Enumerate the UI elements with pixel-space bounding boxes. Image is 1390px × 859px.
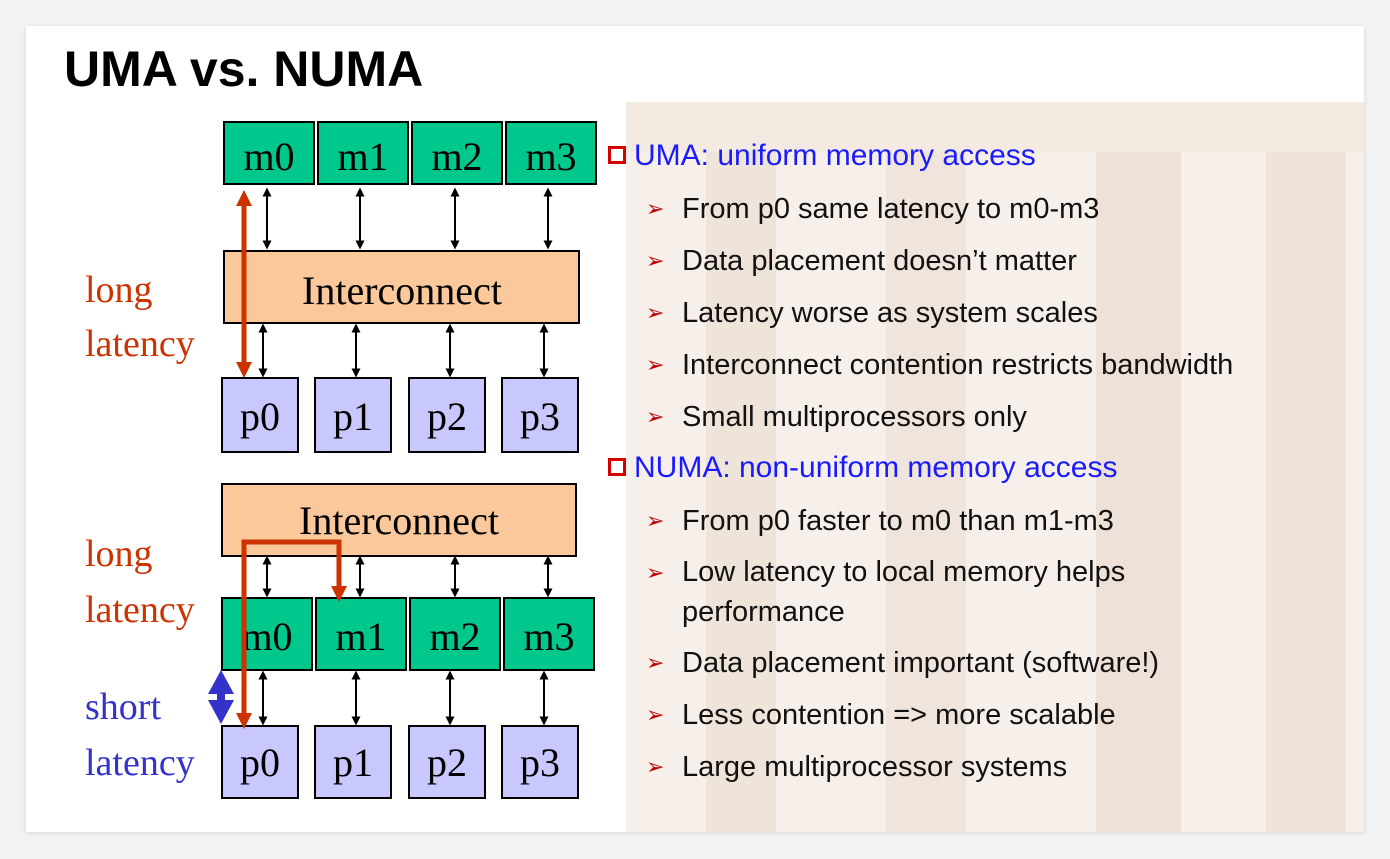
numa-local-links	[258, 670, 549, 726]
uma-processor-label: p1	[333, 394, 373, 439]
numa-memory-label: m2	[429, 614, 480, 659]
numa-interconnect-label: Interconnect	[299, 498, 499, 543]
uma-memory-row: m0 m1 m2 m3	[223, 121, 597, 185]
numa-long-latency-label: latency	[85, 589, 195, 631]
uma-memory-m1	[317, 121, 409, 185]
uma-memory-links	[262, 187, 553, 250]
uma-interconnect	[223, 250, 580, 324]
bullet-item: ➢ Latency worse as system scales	[600, 290, 1364, 342]
bullet-text: From p0 faster to m0 than m1-m3	[682, 505, 1114, 537]
bullet-item: ➢ From p0 faster to m0 than m1-m3	[600, 498, 1364, 550]
numa-processor-label: p3	[520, 740, 560, 785]
numa-processor-label: p2	[427, 740, 467, 785]
numa-processor-p3	[501, 725, 579, 799]
uma-processor-links	[258, 323, 549, 378]
uma-diagram: m0 m1 m2 m3 Interconnect p0 p1 p2 p3	[85, 121, 597, 453]
bullet-text: From p0 same latency to m0-m3	[682, 193, 1100, 225]
uma-processor-row: p0 p1 p2 p3	[221, 377, 579, 453]
bullet-item: ➢ Interconnect contention restricts band…	[600, 342, 1364, 394]
uma-processor-p1	[314, 377, 392, 453]
uma-memory-m2	[411, 121, 503, 185]
arrow-bullet-icon: ➢	[646, 702, 665, 727]
uma-memory-label: m3	[525, 134, 576, 179]
arrow-bullet-icon: ➢	[646, 352, 665, 377]
uma-memory-m3	[505, 121, 597, 185]
arrow-bullet-icon: ➢	[646, 248, 665, 273]
bullet-item: ➢ From p0 same latency to m0-m3	[600, 186, 1364, 238]
numa-memory-label: m0	[241, 614, 292, 659]
numa-long-latency-arrow	[236, 539, 347, 729]
bullet-text: Interconnect contention restricts bandwi…	[682, 349, 1234, 381]
arrow-bullet-icon: ➢	[646, 560, 665, 585]
uma-heading-text: UMA: uniform memory access	[634, 139, 1036, 172]
bullet-list: UMA: uniform memory access ➢ From p0 sam…	[600, 134, 1364, 796]
bullet-text: Data placement doesn’t matter	[682, 245, 1077, 277]
uma-long-latency-label: latency	[85, 323, 195, 365]
numa-short-latency-label: latency	[85, 742, 195, 784]
numa-processor-row: p0 p1 p2 p3	[221, 725, 579, 799]
bullet-item: ➢ Data placement doesn’t matter	[600, 238, 1364, 290]
bullet-item: ➢ Large multiprocessor systems	[600, 744, 1364, 796]
slide-title: UMA vs. NUMA	[64, 41, 424, 97]
bullet-item: ➢ Data placement important (software!)	[600, 640, 1364, 692]
uma-memory-m0	[223, 121, 315, 185]
numa-heading-text: NUMA: non-uniform memory access	[634, 451, 1118, 484]
bullet-item: ➢ Less contention => more scalable	[600, 692, 1364, 744]
bullet-text: Low latency to local memory helps perfor…	[682, 556, 1126, 628]
uma-processor-label: p2	[427, 394, 467, 439]
uma-memory-label: m1	[337, 134, 388, 179]
uma-numa-diagram: m0 m1 m2 m3 Interconnect p0 p1 p2 p3	[85, 121, 597, 799]
uma-processor-p3	[501, 377, 579, 453]
numa-interconnect-links	[262, 555, 553, 598]
uma-processor-p0	[221, 377, 299, 453]
uma-memory-label: m2	[431, 134, 482, 179]
numa-long-latency-label: long	[85, 533, 153, 575]
numa-short-latency-arrow	[208, 670, 234, 724]
numa-processor-label: p0	[240, 740, 280, 785]
numa-short-latency-label: short	[85, 686, 161, 728]
arrow-bullet-icon: ➢	[646, 650, 665, 675]
uma-processor-p2	[408, 377, 486, 453]
numa-heading: NUMA: non-uniform memory access	[600, 446, 1364, 498]
numa-memory-m3	[503, 597, 595, 671]
background-ruins-image	[626, 102, 1364, 832]
uma-long-latency-label: long	[85, 269, 153, 311]
arrow-bullet-icon: ➢	[646, 508, 665, 533]
checkbox-bullet-icon	[608, 146, 626, 164]
numa-memory-row: m0 m1 m2 m3	[221, 597, 595, 671]
bullet-text: Latency worse as system scales	[682, 297, 1098, 329]
uma-memory-label: m0	[243, 134, 294, 179]
bullet-item: ➢ Small multiprocessors only	[600, 394, 1364, 446]
numa-processor-p1	[314, 725, 392, 799]
arrow-bullet-icon: ➢	[646, 404, 665, 429]
arrow-bullet-icon: ➢	[646, 300, 665, 325]
uma-interconnect-label: Interconnect	[302, 268, 502, 313]
numa-memory-label: m3	[523, 614, 574, 659]
numa-processor-label: p1	[333, 740, 373, 785]
uma-processor-label: p3	[520, 394, 560, 439]
bullet-text: Less contention => more scalable	[682, 699, 1116, 731]
numa-memory-label: m1	[335, 614, 386, 659]
bullet-text: Large multiprocessor systems	[682, 751, 1068, 783]
bullet-text: Small multiprocessors only	[682, 401, 1027, 433]
checkbox-bullet-icon	[608, 458, 626, 476]
uma-processor-label: p0	[240, 394, 280, 439]
slide: UMA vs. NUMA m0 m1 m2 m3 Intercon	[26, 26, 1364, 832]
bullet-text: Data placement important (software!)	[682, 647, 1160, 679]
arrow-bullet-icon: ➢	[646, 754, 665, 779]
uma-heading: UMA: uniform memory access	[600, 134, 1364, 186]
bullet-item: ➢ Low latency to local memory helps perf…	[600, 550, 1364, 640]
numa-diagram: Interconnect m0 m1 m2 m3 p0 p1 p2 p3	[85, 483, 595, 799]
arrow-bullet-icon: ➢	[646, 196, 665, 221]
numa-processor-p2	[408, 725, 486, 799]
numa-processor-p0	[221, 725, 299, 799]
numa-memory-m2	[409, 597, 501, 671]
